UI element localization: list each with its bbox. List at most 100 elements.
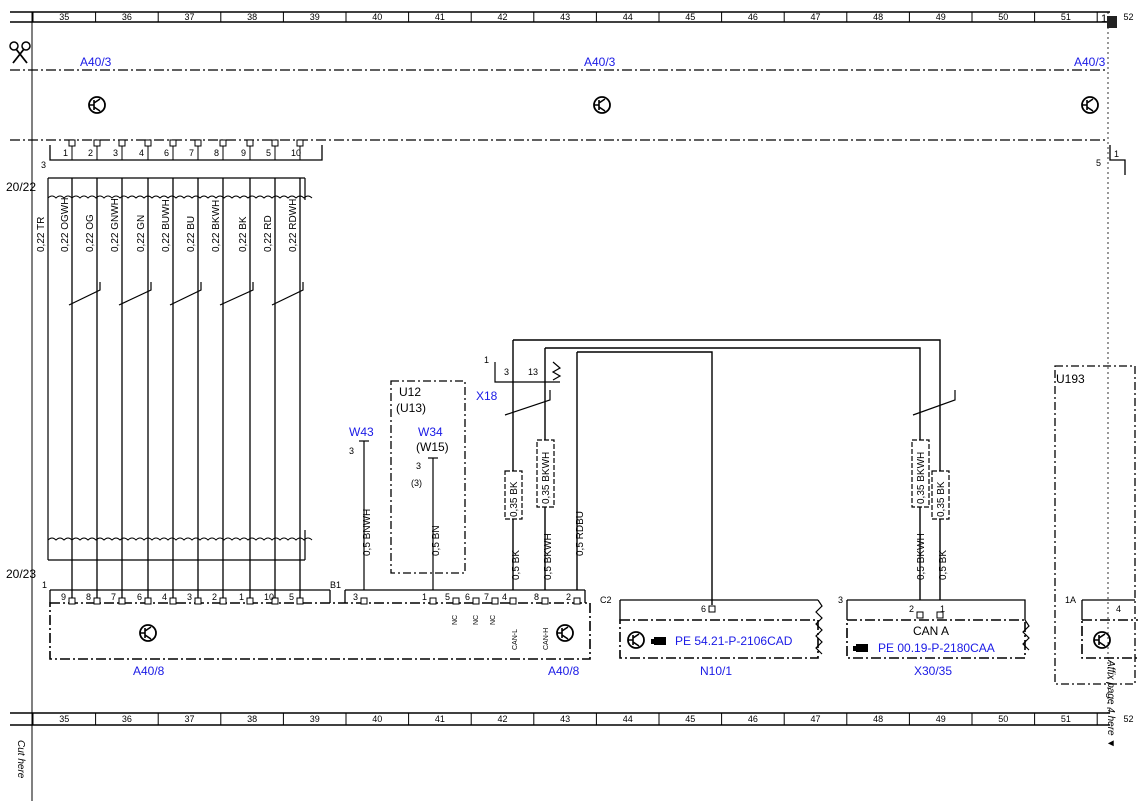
wire-label: 0,5 BK <box>938 550 949 580</box>
connector-number: 3 <box>838 595 843 605</box>
pin-number: 1 <box>63 148 68 158</box>
pin-number: 4 <box>502 592 507 602</box>
wire-label: 0,5 BKWH <box>916 533 927 580</box>
ruler-column-label: 45 <box>685 12 695 22</box>
ruler-column-label: 45 <box>685 714 695 724</box>
x30-35-label: X30/35 <box>914 664 952 678</box>
pin-number: 7 <box>111 592 116 602</box>
wire-label: 0,22 TR <box>36 217 47 252</box>
ruler-column-label: 49 <box>936 714 946 724</box>
pin-number: 10 <box>291 148 301 158</box>
ecu-icon <box>139 624 157 642</box>
wire-label: 0,22 BK <box>238 216 249 252</box>
u193-box <box>1054 365 1136 685</box>
pin-number: 6 <box>137 592 142 602</box>
u12-title: U12 <box>399 385 421 399</box>
pin-number: 4 <box>1116 604 1121 614</box>
pin-number: 9 <box>241 148 246 158</box>
a40-8-label-left: A40/8 <box>133 664 165 678</box>
u193-label: U193 <box>1056 372 1085 386</box>
affix-page-text: Affix page 4 here ▼ <box>1105 659 1116 748</box>
ruler-column-label: 36 <box>122 714 132 724</box>
hand-pointer-icon <box>651 637 666 645</box>
ruler-column-label: 47 <box>811 714 821 724</box>
can-a-title: CAN A <box>913 624 949 638</box>
ecu-icon <box>1081 96 1099 114</box>
ruler-column-label: 35 <box>59 12 69 22</box>
pin-number: 7 <box>189 148 194 158</box>
pin-number: 7 <box>484 592 489 602</box>
pin-number: 6 <box>701 604 706 614</box>
ruler-column-label: 42 <box>498 714 508 724</box>
a40-8-label-right: A40/8 <box>548 664 580 678</box>
pin-number: 5 <box>266 148 271 158</box>
wire-label: 0,5 RDBU <box>575 511 586 556</box>
ruler-column-label: 43 <box>560 12 570 22</box>
nc-label: NC <box>490 615 497 625</box>
ruler-column-label: 52 <box>1124 12 1134 22</box>
wire-label: 0,22 OGWH <box>60 198 71 252</box>
page-corner-number: 1 <box>1101 13 1107 25</box>
pin-number: 9 <box>61 592 66 602</box>
wire-label: 0,5 BN <box>431 525 442 556</box>
ruler-column-label: 40 <box>372 714 382 724</box>
wire-label: 0,22 GN <box>136 215 147 252</box>
pin-number: 3 <box>187 592 192 602</box>
pin-number: 4 <box>139 148 144 158</box>
w43-label: W43 <box>349 425 374 439</box>
pin-number: 3 <box>113 148 118 158</box>
ruler-column-label: 42 <box>498 12 508 22</box>
ruler-column-label: 39 <box>310 12 320 22</box>
ruler-column-label: 35 <box>59 714 69 724</box>
wire-label: 0,5 BNWH <box>362 509 373 556</box>
ruler-column-label: 41 <box>435 12 445 22</box>
pin-number: 3 <box>416 461 421 471</box>
can-l-label: CAN-L <box>512 629 519 650</box>
pin-number: 1 <box>239 592 244 602</box>
pe-reference-n10-1[interactable]: PE 54.21-P-2106CAD <box>675 634 793 648</box>
nc-label: NC <box>452 615 459 625</box>
ruler-column-label: 44 <box>623 714 633 724</box>
ruler-column-label: 46 <box>748 714 758 724</box>
pe-reference-x30-35[interactable]: PE 00.19-P-2180CAA <box>878 641 995 655</box>
ruler-column-label: 38 <box>247 714 257 724</box>
ruler-column-label: 46 <box>748 12 758 22</box>
sheet-ref-bottom: 20/23 <box>6 567 36 581</box>
u12-box <box>390 380 466 574</box>
pin-number: 2 <box>566 592 571 602</box>
wire-label: 0,35 BKWH <box>916 452 927 504</box>
pin-number: 1 <box>422 592 427 602</box>
pin-number: 2 <box>909 604 914 614</box>
wire-label: 0,35 BK <box>509 481 520 517</box>
ruler-column-label: 38 <box>247 12 257 22</box>
ruler-column-label: 37 <box>185 714 195 724</box>
ruler-column-label: 51 <box>1061 714 1071 724</box>
page-corner-mark <box>1107 16 1117 28</box>
wire-label: 0,22 BKWH <box>211 200 222 252</box>
wire-label: 0,22 OG <box>85 214 96 252</box>
ruler-column-label: 50 <box>998 12 1008 22</box>
hand-pointer-icon <box>853 644 868 652</box>
pin-number: 8 <box>86 592 91 602</box>
ruler-column-label: 48 <box>873 714 883 724</box>
pin-number: 10 <box>264 592 274 602</box>
pin-number: 3 <box>504 367 509 377</box>
ruler-column-label: 37 <box>185 12 195 22</box>
ruler-column-label: 43 <box>560 714 570 724</box>
connector-number: 1 <box>484 355 489 365</box>
wire-label: 0,22 BU <box>186 216 197 252</box>
ruler-column-label: 41 <box>435 714 445 724</box>
pin-number: 5 <box>445 592 450 602</box>
nc-label: NC <box>473 615 480 625</box>
pin-number: 2 <box>88 148 93 158</box>
wire-label: 0,22 RD <box>263 215 274 252</box>
ruler-column-label: 44 <box>623 12 633 22</box>
pin-number: 3 <box>353 592 358 602</box>
ruler-column-label: 48 <box>873 12 883 22</box>
module-x30-35 <box>846 599 1030 659</box>
a40-3-label-right: A40/3 <box>1074 55 1106 69</box>
pin-number: 3 <box>349 446 354 456</box>
connector-number: 5 <box>1096 158 1101 168</box>
